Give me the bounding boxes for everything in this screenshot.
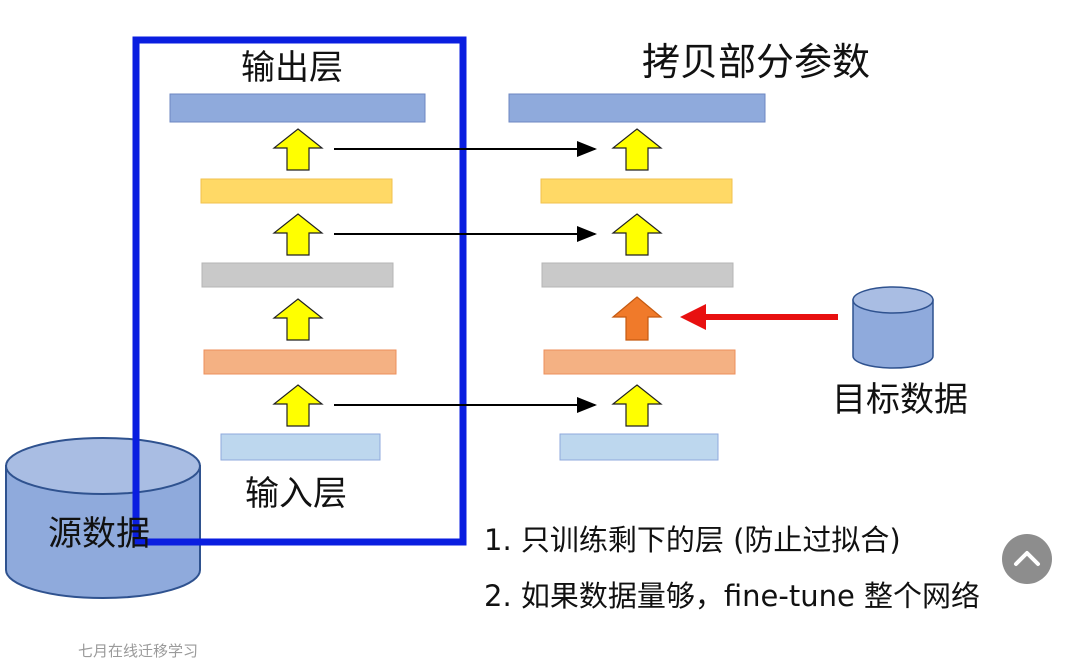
- source-model-frame: [132, 36, 467, 546]
- watermark-text: 七月在线迁移学习: [78, 642, 199, 660]
- source-up-arrow-1: [272, 384, 324, 427]
- source-up-arrow-4: [272, 128, 324, 171]
- source-layer-2: [203, 349, 397, 375]
- source-layer-1: [220, 433, 381, 461]
- target-layer-2: [543, 349, 736, 375]
- note-2: 2. 如果数据量够，fine-tune 整个网络: [484, 579, 981, 613]
- target-layer-1: [559, 433, 719, 461]
- target-up-arrow-3: [611, 213, 663, 256]
- target-data-cylinder: [852, 286, 934, 369]
- note-1: 1. 只训练剩下的层 (防止过拟合): [484, 523, 901, 557]
- target-data-red-arrow: [680, 304, 838, 330]
- target-up-arrow-4: [611, 128, 663, 171]
- target-layer-5: [508, 93, 766, 123]
- source-layer-3: [201, 262, 394, 288]
- target-layer-4: [540, 178, 733, 204]
- source-layer-5: [169, 93, 426, 123]
- source-up-arrow-3: [272, 213, 324, 256]
- source-data-cylinder: [5, 437, 201, 599]
- target-up-arrow-2-orange: [611, 296, 663, 341]
- chevron-up-icon: [1014, 551, 1040, 566]
- source-layer-4: [200, 178, 393, 204]
- target-up-arrow-1: [611, 384, 663, 427]
- source-up-arrow-2: [272, 298, 324, 341]
- target-layer-3: [541, 262, 734, 288]
- output-layer-label: 输出层: [241, 48, 343, 88]
- copy-params-title: 拷贝部分参数: [642, 40, 871, 84]
- scroll-to-top-button[interactable]: [1002, 534, 1052, 584]
- source-data-label: 源数据: [48, 514, 150, 554]
- input-layer-label: 输入层: [245, 474, 347, 514]
- target-data-label: 目标数据: [832, 380, 968, 420]
